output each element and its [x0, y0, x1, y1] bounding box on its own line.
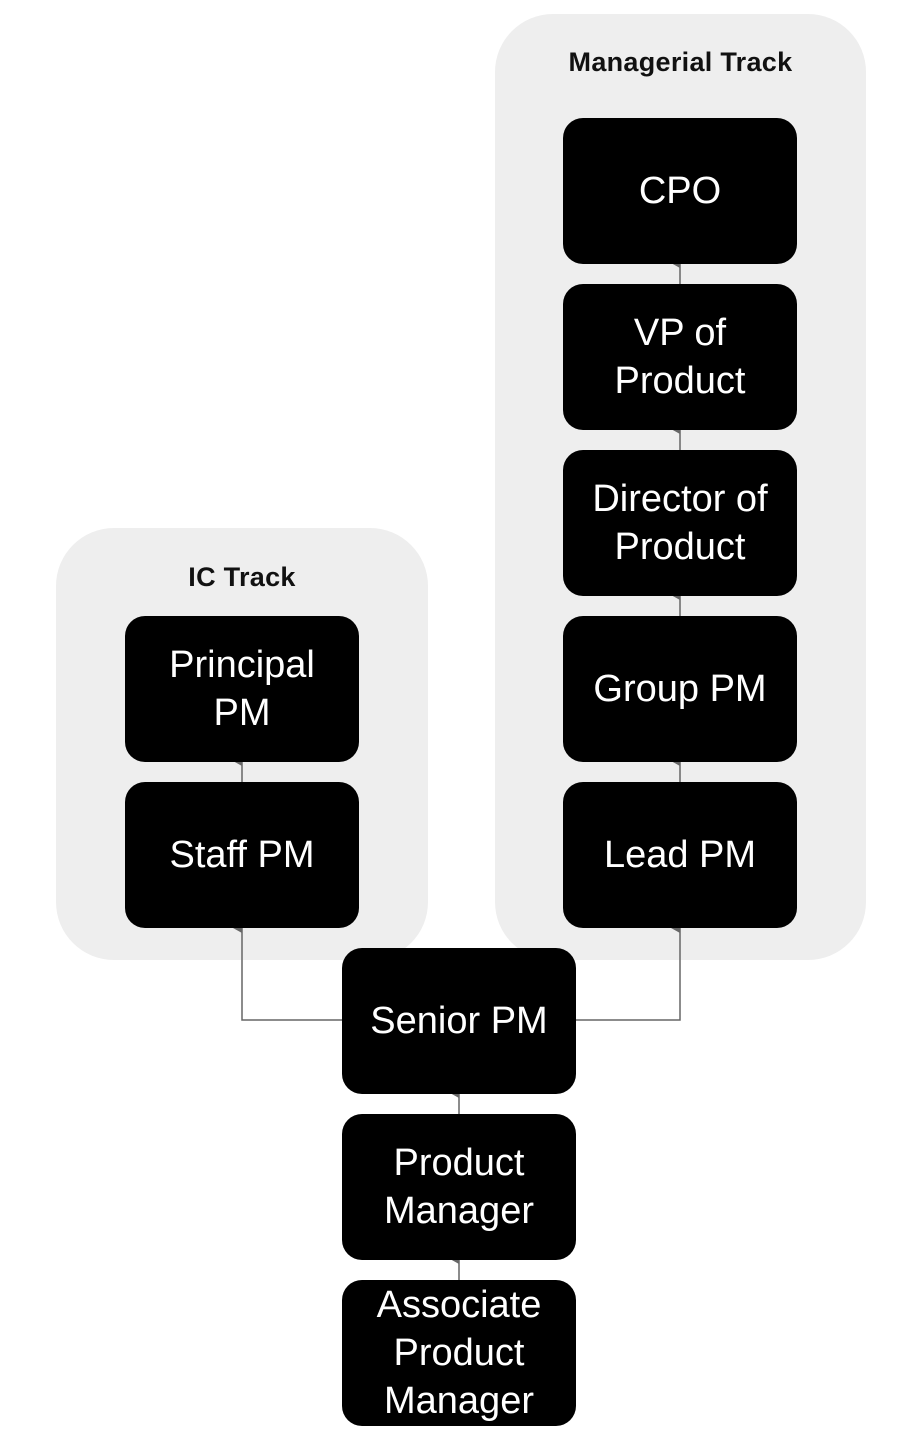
node-cpo: CPO — [563, 118, 797, 264]
managerial-track-title: Managerial Track — [568, 47, 793, 77]
node-principal-pm: Principal PM — [125, 616, 359, 762]
node-associate-product-manager: Associate Product Manager — [342, 1280, 576, 1426]
node-senior-pm: Senior PM — [342, 948, 576, 1094]
node-staff-pm: Staff PM — [125, 782, 359, 928]
node-group-pm: Group PM — [563, 616, 797, 762]
ic-track-title: IC Track — [188, 562, 296, 592]
node-director-of-product: Director of Product — [563, 450, 797, 596]
node-lead-pm: Lead PM — [563, 782, 797, 928]
node-product-manager: Product Manager — [342, 1114, 576, 1260]
node-vp-of-product: VP of Product — [563, 284, 797, 430]
